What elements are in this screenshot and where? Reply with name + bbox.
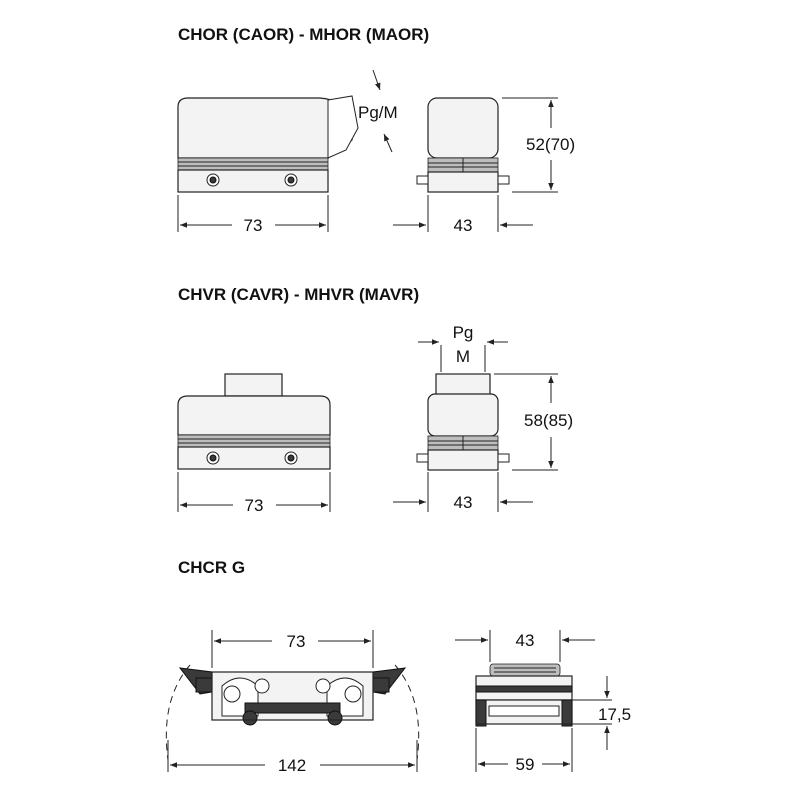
chcr-side-top-dimension: 43 bbox=[455, 630, 595, 662]
chvr-front-view bbox=[177, 373, 331, 470]
chvr-cable-entry-bottom-label: M bbox=[456, 347, 470, 366]
chcr-outer-width-dimension: 142 bbox=[167, 740, 418, 775]
chcr-inner-width-dimension: 73 bbox=[211, 630, 374, 668]
section-3-title: CHCR G bbox=[178, 558, 245, 577]
chcr-height-dimension: 17,5 bbox=[572, 676, 631, 750]
chvr-side-width-label: 43 bbox=[454, 493, 473, 512]
chor-side-width-dimension: 43 bbox=[393, 195, 533, 235]
chor-front-width-label: 73 bbox=[244, 216, 263, 235]
chor-cable-entry-label: Pg/M bbox=[358, 103, 398, 122]
chvr-side-view bbox=[416, 373, 510, 471]
chcr-side-bottom-label: 59 bbox=[516, 755, 535, 774]
chor-entry-dimension: Pg/M bbox=[358, 69, 398, 153]
chvr-entry-dimension: Pg M bbox=[418, 323, 508, 372]
chor-height-label: 52(70) bbox=[526, 135, 575, 154]
chor-height-dimension: 52(70) bbox=[502, 97, 575, 193]
chcr-outer-width-label: 142 bbox=[278, 756, 306, 775]
chor-front-view bbox=[177, 95, 359, 193]
chor-width-dimension: 73 bbox=[177, 195, 329, 235]
chcr-front-view bbox=[165, 664, 420, 761]
chor-side-width-label: 43 bbox=[454, 216, 473, 235]
chvr-cable-entry-top-label: Pg bbox=[453, 323, 474, 342]
section-1-title: CHOR (CAOR) - MHOR (MAOR) bbox=[178, 25, 429, 44]
chor-side-view bbox=[416, 97, 510, 193]
chvr-side-width-dimension: 43 bbox=[393, 472, 533, 512]
chvr-height-dimension: 58(85) bbox=[494, 373, 573, 471]
chcr-height-label: 17,5 bbox=[598, 705, 631, 724]
chcr-inner-width-label: 73 bbox=[287, 632, 306, 651]
chcr-side-view bbox=[475, 663, 573, 727]
chvr-width-dimension: 73 bbox=[177, 472, 331, 515]
chvr-front-width-label: 73 bbox=[245, 496, 264, 515]
chcr-side-top-label: 43 bbox=[516, 631, 535, 650]
chcr-side-bottom-dimension: 59 bbox=[475, 728, 573, 774]
section-2-title: CHVR (CAVR) - MHVR (MAVR) bbox=[178, 285, 419, 304]
chvr-height-label: 58(85) bbox=[524, 411, 573, 430]
